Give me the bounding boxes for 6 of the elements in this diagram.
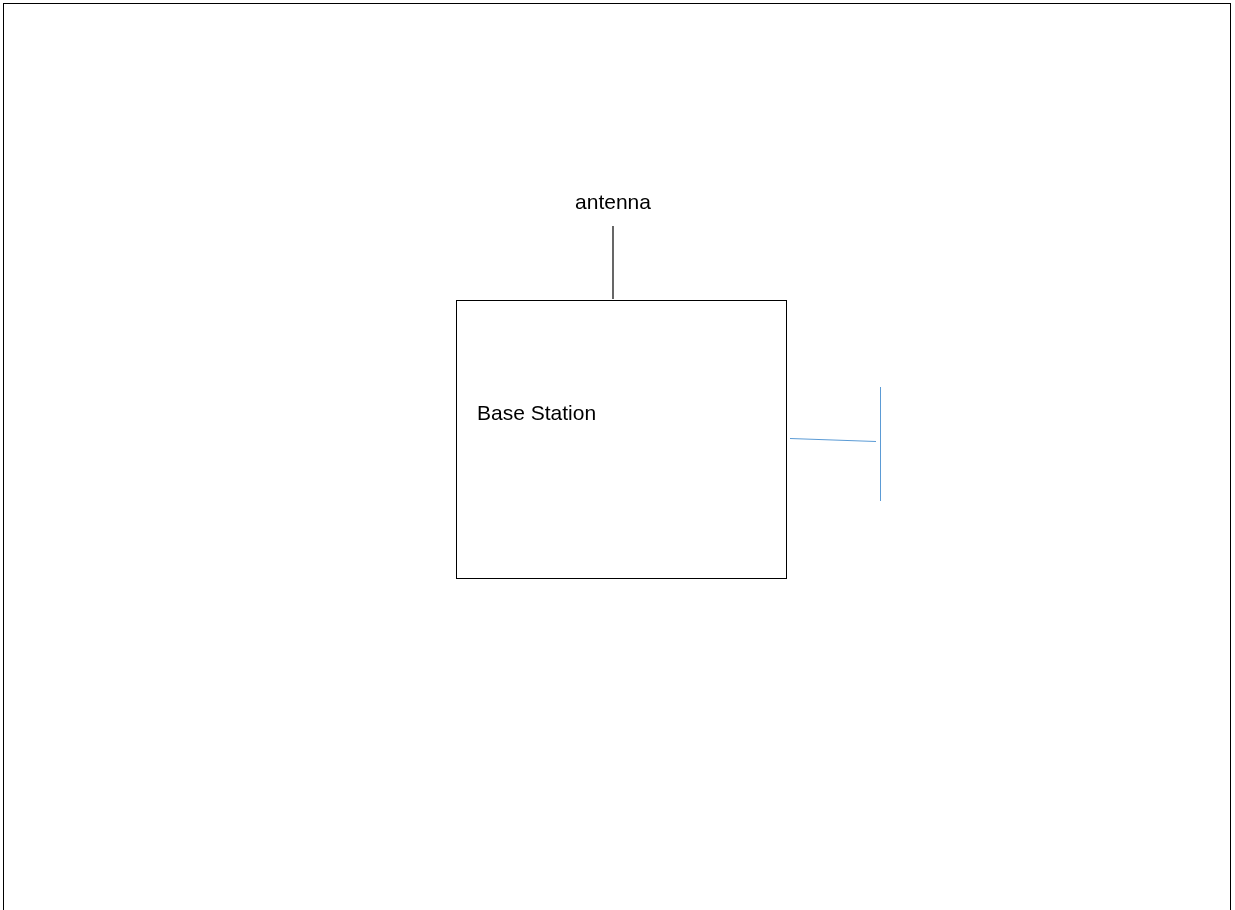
connector-line bbox=[612, 225, 614, 300]
bar-line bbox=[880, 387, 882, 501]
label-text: antenna bbox=[572, 190, 654, 220]
connector-line bbox=[789, 437, 877, 443]
box-label: Base Station bbox=[477, 401, 597, 425]
process-box bbox=[456, 300, 787, 579]
